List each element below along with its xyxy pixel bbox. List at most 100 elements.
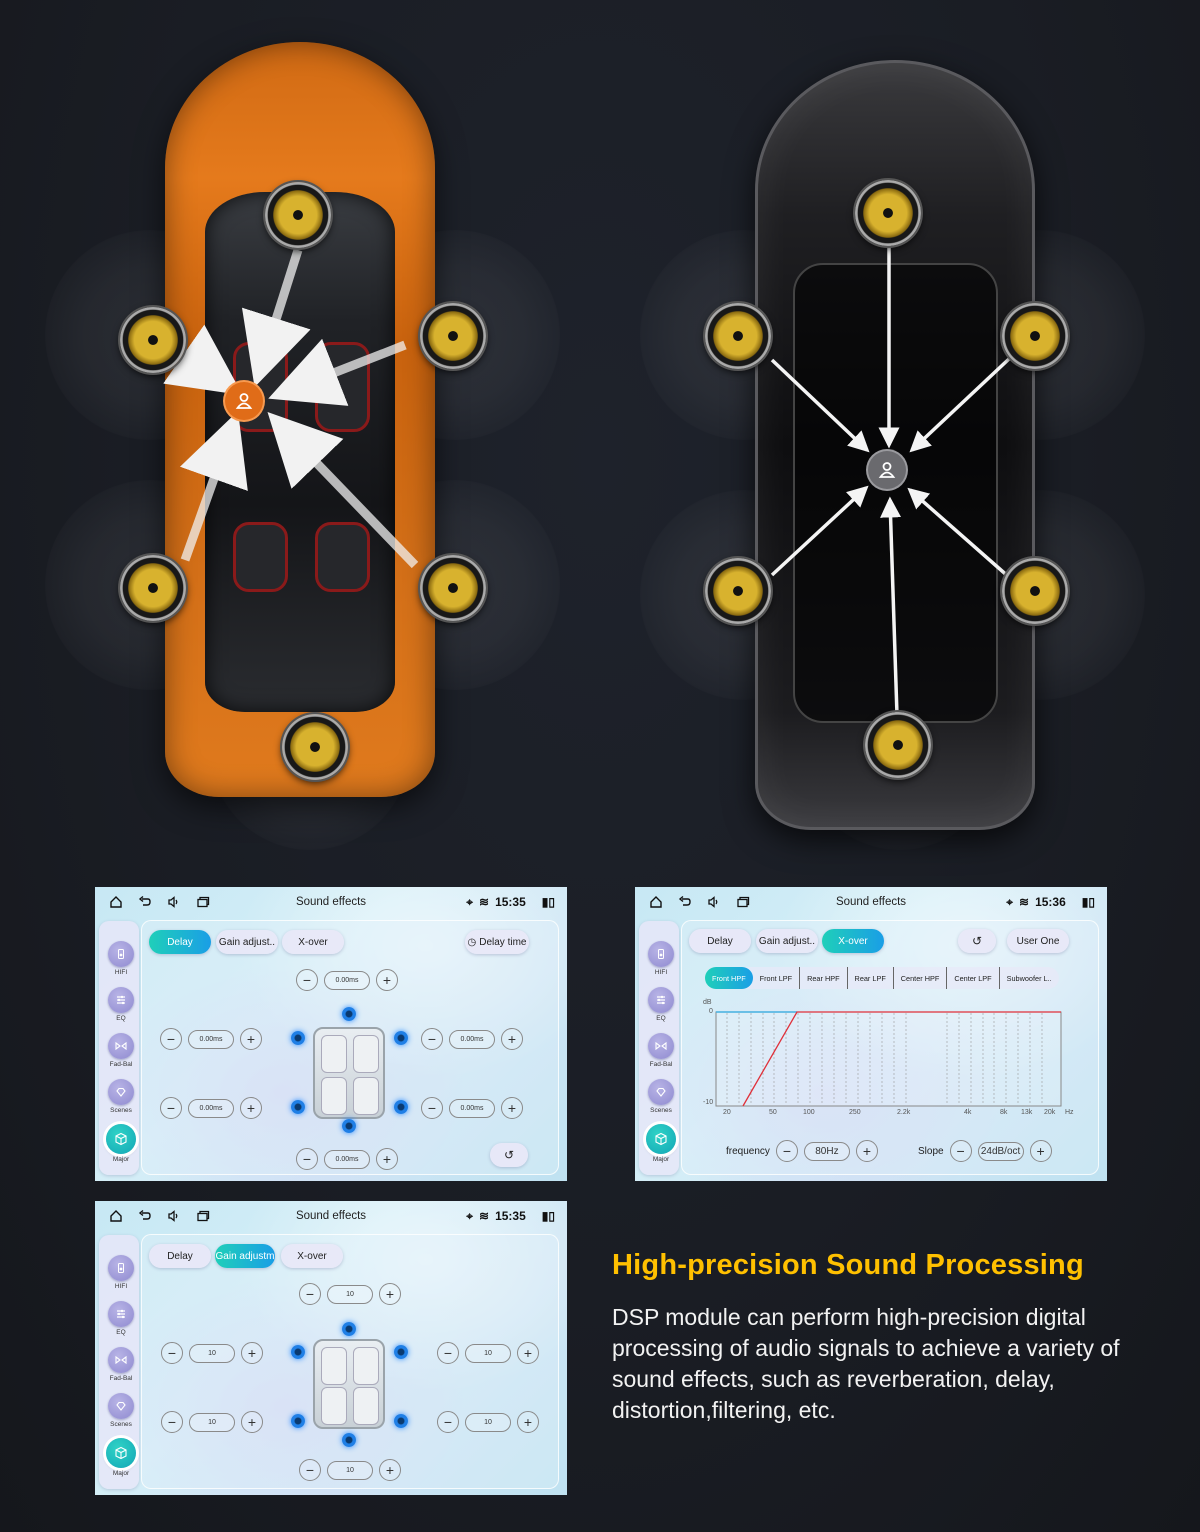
sidebar-item-eq[interactable]: EQ [99,1301,143,1336]
sidebar-item-eq[interactable]: EQ [639,987,683,1022]
subtab-rear-lpf[interactable]: Rear LPF [848,967,894,989]
recent-apps-icon[interactable] [734,893,752,911]
volume-icon[interactable] [165,893,183,911]
wifi-icon: ≋ [1019,895,1030,909]
sidebar-item-major[interactable]: Major [99,1124,143,1163]
speaker-marker-icon [291,1031,305,1045]
increase-button[interactable]: + [241,1411,263,1433]
subtab-center-hpf[interactable]: Center HPF [894,967,948,989]
decrease-button[interactable]: − [299,1459,321,1481]
home-icon[interactable] [107,1207,125,1225]
tab-gain-adjust[interactable]: Gain adjustm [215,1244,275,1268]
gain-value-front-right: 10 [465,1343,511,1363]
tab-gain-adjust[interactable]: Gain adjust.. [756,929,818,953]
sidebar-item-hifi[interactable]: HIFI [99,1255,143,1290]
tab-gain-adjust[interactable]: Gain adjust.. [216,930,278,954]
home-icon[interactable] [107,893,125,911]
volume-icon[interactable] [165,1207,183,1225]
speaker-icon [120,555,186,621]
increase-frequency-button[interactable]: + [855,1140,878,1162]
decrease-button[interactable]: − [421,1097,443,1119]
y-axis-unit: dB [703,999,712,1006]
sidebar-item-fad-bal[interactable]: Fad-Bal [99,1347,143,1382]
reset-button[interactable]: ↺ [490,1143,528,1167]
decrease-frequency-button[interactable]: − [775,1140,798,1162]
speaker-icon [420,555,486,621]
increase-button[interactable]: + [241,1342,263,1364]
back-icon[interactable] [136,893,154,911]
xover-screen: Sound effects ⌖ ≋ 15:36 ▮▯ HIFI EQ Fad-B… [635,887,1107,1181]
sidebar-item-scenes[interactable]: Scenes [99,1079,143,1114]
speaker-icon [1002,303,1068,369]
increase-button[interactable]: + [240,1097,262,1119]
reset-button[interactable]: ↺ [958,929,996,953]
x-axis-ticks: 20 50 100 250 2.2k 4k 8k 13k 20k Hz [701,1109,1081,1119]
decrease-button[interactable]: − [437,1411,459,1433]
reset-history-icon: ↺ [503,1148,515,1162]
frequency-label: frequency [726,1145,770,1157]
home-icon[interactable] [647,893,665,911]
decrease-button[interactable]: − [161,1342,183,1364]
increase-button[interactable]: + [379,1283,401,1305]
increase-button[interactable]: + [240,1028,262,1050]
volume-icon[interactable] [705,893,723,911]
decrease-slope-button[interactable]: − [949,1140,972,1162]
recent-apps-icon[interactable] [194,1207,212,1225]
sidebar-item-major[interactable]: Major [99,1438,143,1477]
decrease-button[interactable]: − [421,1028,443,1050]
gain-value-bottom: 10 [327,1460,373,1480]
back-icon[interactable] [136,1207,154,1225]
delay-control-bottom: − 0.00ms + [296,1148,398,1170]
decrease-button[interactable]: − [296,969,318,991]
sliders-icon [108,987,134,1013]
sidebar-item-scenes[interactable]: Scenes [639,1079,683,1114]
diamond-icon [648,1079,674,1105]
sidebar-item-fad-bal[interactable]: Fad-Bal [639,1033,683,1068]
speaker-icon [120,307,186,373]
increase-button[interactable]: + [501,1097,523,1119]
tab-x-over[interactable]: X-over [281,1244,343,1268]
tab-delay[interactable]: Delay [149,930,211,954]
tab-delay[interactable]: Delay [689,929,751,953]
subtab-center-lpf[interactable]: Center LPF [947,967,1000,989]
decrease-button[interactable]: − [160,1028,182,1050]
back-icon[interactable] [676,893,694,911]
decrease-button[interactable]: − [160,1097,182,1119]
decrease-button[interactable]: − [161,1411,183,1433]
delay-control-front-right: − 0.00ms + [421,1028,523,1050]
sidebar-item-hifi[interactable]: HIFI [99,941,143,976]
subtab-rear-hpf[interactable]: Rear HPF [800,967,848,989]
reset-history-icon: ↺ [971,934,983,948]
increase-slope-button[interactable]: + [1029,1140,1052,1162]
sidebar-item-major[interactable]: Major [639,1124,683,1163]
gain-control-front-left: − 10 + [161,1342,263,1364]
delay-time-button[interactable]: ◷Delay time [465,930,529,954]
preset-user-one-button[interactable]: User One [1007,929,1069,953]
increase-button[interactable]: + [517,1411,539,1433]
split-screen-icon[interactable]: ▮▯ [541,895,555,909]
filter-subtabs: Front HPF Front LPF Rear HPF Rear LPF Ce… [705,967,1059,989]
increase-button[interactable]: + [379,1459,401,1481]
sidebar-item-fad-bal[interactable]: Fad-Bal [99,1033,143,1068]
increase-button[interactable]: + [517,1342,539,1364]
decrease-button[interactable]: − [296,1148,318,1170]
tab-delay[interactable]: Delay [149,1244,211,1268]
split-screen-icon[interactable]: ▮▯ [541,1209,555,1223]
increase-button[interactable]: + [376,969,398,991]
recent-apps-icon[interactable] [194,893,212,911]
tab-x-over[interactable]: X-over [282,930,344,954]
speaker-icon [705,303,771,369]
increase-button[interactable]: + [376,1148,398,1170]
tab-x-over[interactable]: X-over [822,929,884,953]
subtab-front-lpf[interactable]: Front LPF [753,967,801,989]
sidebar-item-scenes[interactable]: Scenes [99,1393,143,1428]
subtab-front-hpf[interactable]: Front HPF [705,967,753,989]
decrease-button[interactable]: − [299,1283,321,1305]
sliders-icon [648,987,674,1013]
increase-button[interactable]: + [501,1028,523,1050]
split-screen-icon[interactable]: ▮▯ [1081,895,1095,909]
decrease-button[interactable]: − [437,1342,459,1364]
sidebar-item-eq[interactable]: EQ [99,987,143,1022]
subtab-subwoofer-lpf[interactable]: Subwoofer L.. [1006,973,1052,983]
sidebar-item-hifi[interactable]: HIFI [639,941,683,976]
